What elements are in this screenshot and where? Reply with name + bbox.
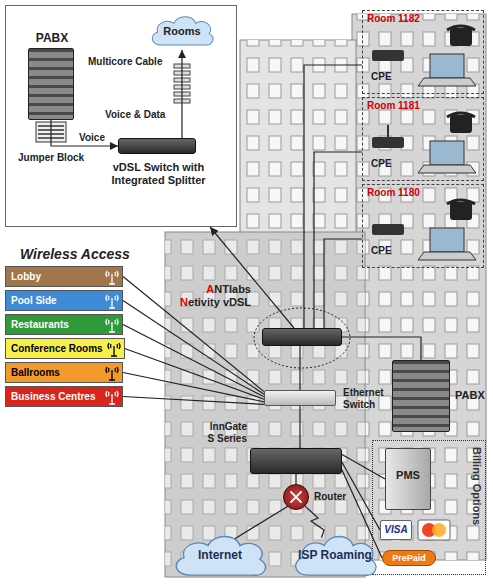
internet-cloud: Internet <box>170 530 270 582</box>
isp-cloud: ISP Roaming <box>290 530 380 582</box>
connector <box>51 120 118 146</box>
edge-label: Voice & Data <box>104 109 166 121</box>
node-label: CPE <box>371 245 392 257</box>
mastercard-logo <box>418 520 450 540</box>
connector <box>342 337 421 360</box>
connector <box>123 277 264 392</box>
antenna-icon <box>104 292 120 309</box>
wireless-zone: Ballrooms <box>5 362 123 383</box>
node-label: CPE <box>371 71 392 83</box>
connector <box>299 346 300 390</box>
node-label: InnGate S Series <box>201 421 247 444</box>
node-label: Pool Side <box>11 295 57 307</box>
inset-ground <box>5 5 237 227</box>
node-label: VISA <box>384 524 407 536</box>
node-label: Rooms <box>163 25 200 38</box>
node-label: PABX <box>25 32 79 46</box>
node-label: Ethernet Switch <box>343 387 393 410</box>
antenna-icon <box>104 316 120 333</box>
antenna-icon <box>104 388 120 405</box>
router: Router <box>283 484 309 510</box>
connector <box>299 406 300 448</box>
antenna-icon <box>106 340 122 357</box>
node-label: vDSL Switch with Integrated Splitter <box>91 161 226 186</box>
node-label: Room 1182 <box>367 13 420 25</box>
room-box: Room 1181CPE <box>362 97 484 181</box>
billing-group: Billing Options PMS VISA PrePaid <box>372 440 486 575</box>
node-label: Router <box>314 491 346 503</box>
node-label: Internet <box>198 549 242 563</box>
connector <box>342 455 385 480</box>
node-label: Room 1180 <box>367 187 420 199</box>
visa-card: VISA <box>380 520 412 540</box>
antenna-icon <box>104 268 120 285</box>
part-label: Multicore Cable <box>88 56 162 68</box>
node-label: ISP Roaming <box>298 549 372 563</box>
pabx-rack: PABX <box>392 360 450 432</box>
connector <box>295 474 296 484</box>
antenna-icon <box>104 364 120 381</box>
connector <box>342 462 380 530</box>
connector <box>232 506 288 540</box>
room-equipment <box>372 26 476 260</box>
pms-server: PMS <box>385 448 431 510</box>
node-label: Business Centres <box>11 391 95 403</box>
node-label: PABX <box>455 389 489 402</box>
room-box: Room 1180CPE <box>362 184 484 268</box>
ethernet-switch: Ethernet Switch <box>264 390 336 406</box>
vdsl-switch: ANTlabsNetivity vDSL <box>262 328 342 346</box>
node-label: Netivity vDSL <box>151 296 251 309</box>
part-label: Jumper Block <box>18 152 84 164</box>
section-heading: Wireless Access <box>20 246 130 262</box>
node-label: Ballrooms <box>11 367 60 379</box>
connector <box>123 325 264 397</box>
node-label: CPE <box>371 158 392 170</box>
node-label: ANTlabs <box>151 283 251 296</box>
edge-label: Voice <box>78 132 106 144</box>
inngate-gateway: InnGate S Series <box>250 448 342 474</box>
connector <box>324 239 362 328</box>
connector <box>125 349 264 400</box>
connector <box>123 397 264 405</box>
connector <box>314 152 362 328</box>
node-label: PrePaid <box>392 553 426 563</box>
node-label: Lobby <box>11 271 41 283</box>
node-label: Conference Rooms <box>11 343 103 355</box>
wireless-zone: Conference Rooms <box>5 338 125 359</box>
connector <box>123 301 264 395</box>
prepaid-badge: PrePaid <box>382 550 436 566</box>
wireless-zone: Pool Side <box>5 290 123 311</box>
node-label: Room 1181 <box>367 100 420 112</box>
node-label: PMS <box>386 469 430 482</box>
wireless-zone: Business Centres <box>5 386 123 407</box>
connector <box>210 227 294 328</box>
node-label: Billing Options <box>470 447 483 525</box>
room-box: Room 1182CPE <box>362 10 484 94</box>
connector <box>181 50 182 138</box>
router-arrows <box>284 485 308 509</box>
connector <box>304 65 362 328</box>
focus-ring <box>254 308 350 368</box>
vdsl-splitter-switch: vDSL Switch with Integrated Splitter <box>118 138 196 154</box>
wireless-zone: Restaurants <box>5 314 123 335</box>
node-label: Restaurants <box>11 319 69 331</box>
connector <box>305 506 324 538</box>
wireless-zone: Lobby <box>5 266 123 287</box>
rooms-cloud: Rooms <box>148 12 216 50</box>
pabx-rack: PABX <box>28 48 74 120</box>
